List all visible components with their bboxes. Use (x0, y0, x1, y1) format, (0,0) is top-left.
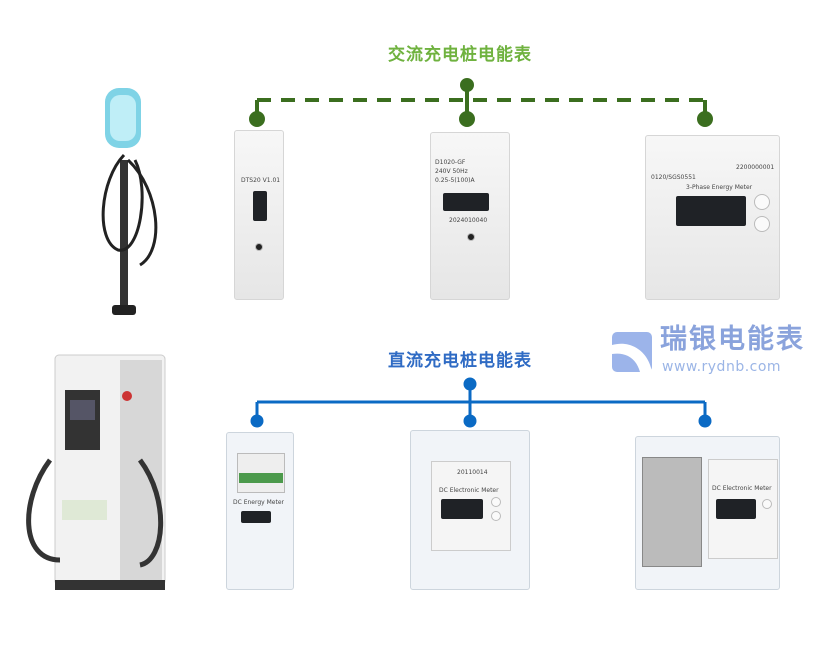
dc-meter-2: 20110014 DC Electronic Meter (410, 430, 530, 590)
meter-serial: 2024010040 (449, 217, 488, 224)
ac-meter-single-din: DTS20 V1.01 (234, 130, 284, 300)
ac-meter-three-phase: 2200000001 0120/SGS0551 3-Phase Energy M… (645, 135, 780, 300)
dc-charger-image (26, 354, 166, 590)
brand-url: www.rydnb.com (662, 359, 782, 375)
meter-model: DTS20 V1.01 (241, 177, 281, 184)
meter-model: DC Energy Meter (233, 499, 285, 506)
dc-meter-3: DC Electronic Meter (635, 436, 780, 590)
ac-connector (249, 78, 713, 127)
dc-connector (250, 377, 712, 428)
ac-charger-image (101, 88, 158, 315)
meter-model: 0120/SGS0551 (651, 174, 696, 181)
ac-meter-two-din: D1020-GF 240V 50Hz 0.25-5(100)A 20240100… (430, 132, 510, 300)
logo-mark (612, 332, 652, 372)
brand-name: 瑞银电能表 (660, 324, 805, 355)
meter-model: DC Electronic Meter (439, 487, 499, 494)
meter-model: D1020-GF (435, 159, 466, 166)
ac-meters-title: 交流充电桩电能表 (388, 45, 532, 65)
dc-meters-title: 直流充电桩电能表 (388, 351, 532, 371)
dc-meter-1: DC Energy Meter (226, 432, 294, 590)
meter-model: DC Electronic Meter (712, 485, 772, 492)
